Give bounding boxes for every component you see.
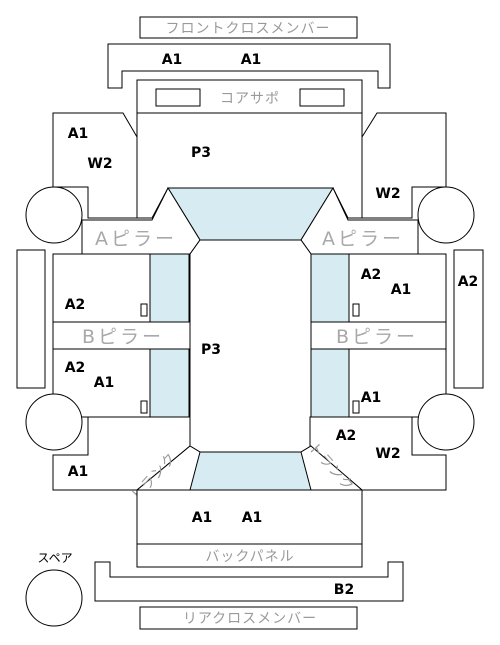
- roof-code: P3: [201, 342, 221, 358]
- rear-cross-member-label: リアクロスメンバー: [183, 611, 317, 627]
- left-rear-window[interactable]: [149, 348, 190, 418]
- spare-tire[interactable]: [25, 569, 83, 627]
- fl-fender-code-top: A1: [68, 126, 89, 142]
- right-side-sill[interactable]: [453, 249, 484, 389]
- b-pillar-left-label: Bピラー: [82, 326, 164, 348]
- front-bumper-code-2: A1: [241, 52, 262, 68]
- front-bumper[interactable]: [107, 43, 391, 89]
- headlight-right[interactable]: [299, 88, 345, 107]
- left-side-sill[interactable]: [16, 249, 46, 389]
- rear-bumper[interactable]: [94, 561, 404, 602]
- rear-right-tire[interactable]: [417, 393, 475, 451]
- fl-door-handle[interactable]: [140, 303, 148, 317]
- rr-quarter-code-1: A2: [336, 428, 357, 444]
- right-rear-window[interactable]: [310, 348, 350, 418]
- b-pillar-right-label: Bピラー: [336, 326, 418, 348]
- rear-left-tire[interactable]: [25, 393, 83, 451]
- spare-label: スペア: [37, 551, 72, 565]
- b-pillar-left[interactable]: [52, 321, 191, 350]
- trunk-lid[interactable]: [136, 489, 363, 545]
- a-pillar-right-label: Aピラー: [322, 228, 404, 250]
- fr-fender-code: W2: [375, 186, 400, 202]
- trunk-code-2: A1: [242, 510, 263, 526]
- rear-window[interactable]: [189, 451, 312, 491]
- rl-door-handle[interactable]: [140, 400, 148, 414]
- fr-door-code-1: A2: [361, 267, 382, 283]
- front-cross-member-box[interactable]: [139, 16, 358, 39]
- back-panel[interactable]: [136, 543, 363, 568]
- trunk-code-1: A1: [192, 510, 213, 526]
- front-bumper-code-1: A1: [162, 52, 183, 68]
- left-front-window[interactable]: [149, 253, 190, 323]
- front-cross-member-label: フロントクロスメンバー: [166, 21, 331, 37]
- hood-code: P3: [191, 145, 211, 161]
- rl-quarter-code: A1: [68, 464, 89, 480]
- front-right-tire[interactable]: [417, 186, 475, 244]
- rear-left-quarter[interactable]: [52, 416, 191, 491]
- back-panel-label: バックパネル: [205, 549, 294, 565]
- front-left-tire[interactable]: [25, 186, 83, 244]
- rr-door-code: A1: [361, 390, 382, 406]
- fl-door-code: A2: [65, 297, 86, 313]
- headlight-left[interactable]: [155, 88, 201, 107]
- fr-door-handle[interactable]: [352, 303, 360, 317]
- right-side-sill-code: A2: [458, 274, 479, 290]
- core-support-label: コアサポ: [220, 91, 280, 107]
- b-pillar-right[interactable]: [309, 321, 447, 350]
- rl-door-code-2: A1: [94, 375, 115, 391]
- rr-door-handle[interactable]: [352, 400, 360, 414]
- rear-cross-member-box[interactable]: [139, 606, 358, 630]
- rl-door-code-1: A2: [65, 360, 86, 376]
- a-pillar-left-label: Aピラー: [95, 228, 177, 250]
- rr-quarter-code-2: W2: [375, 446, 400, 462]
- right-front-window[interactable]: [310, 253, 350, 323]
- fl-fender-code-bottom: W2: [87, 156, 112, 172]
- front-right-fender[interactable]: [361, 112, 447, 219]
- fr-door-code-2: A1: [391, 282, 412, 298]
- rear-bumper-code: B2: [334, 582, 354, 598]
